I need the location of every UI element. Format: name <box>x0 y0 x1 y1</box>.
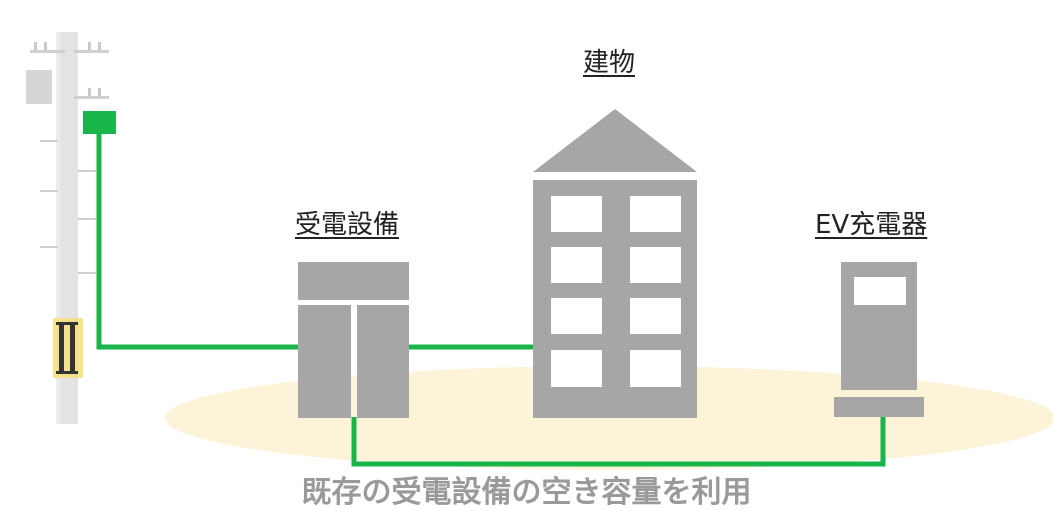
ev-charger-label: EV充電器 <box>815 210 928 240</box>
pole-meter-box <box>83 111 116 134</box>
ev-charger-icon <box>834 262 924 417</box>
utility-pole-icon <box>26 32 109 424</box>
building-label: 建物 <box>583 48 636 78</box>
substation-label: 受電設備 <box>295 210 400 240</box>
cable-pole-to-substation <box>96 134 300 350</box>
cable-substation-to-charger <box>351 417 886 467</box>
caption: 既存の受電設備の空き容量を利用 <box>301 475 752 510</box>
substation-icon <box>298 262 409 418</box>
building-icon <box>533 109 697 418</box>
